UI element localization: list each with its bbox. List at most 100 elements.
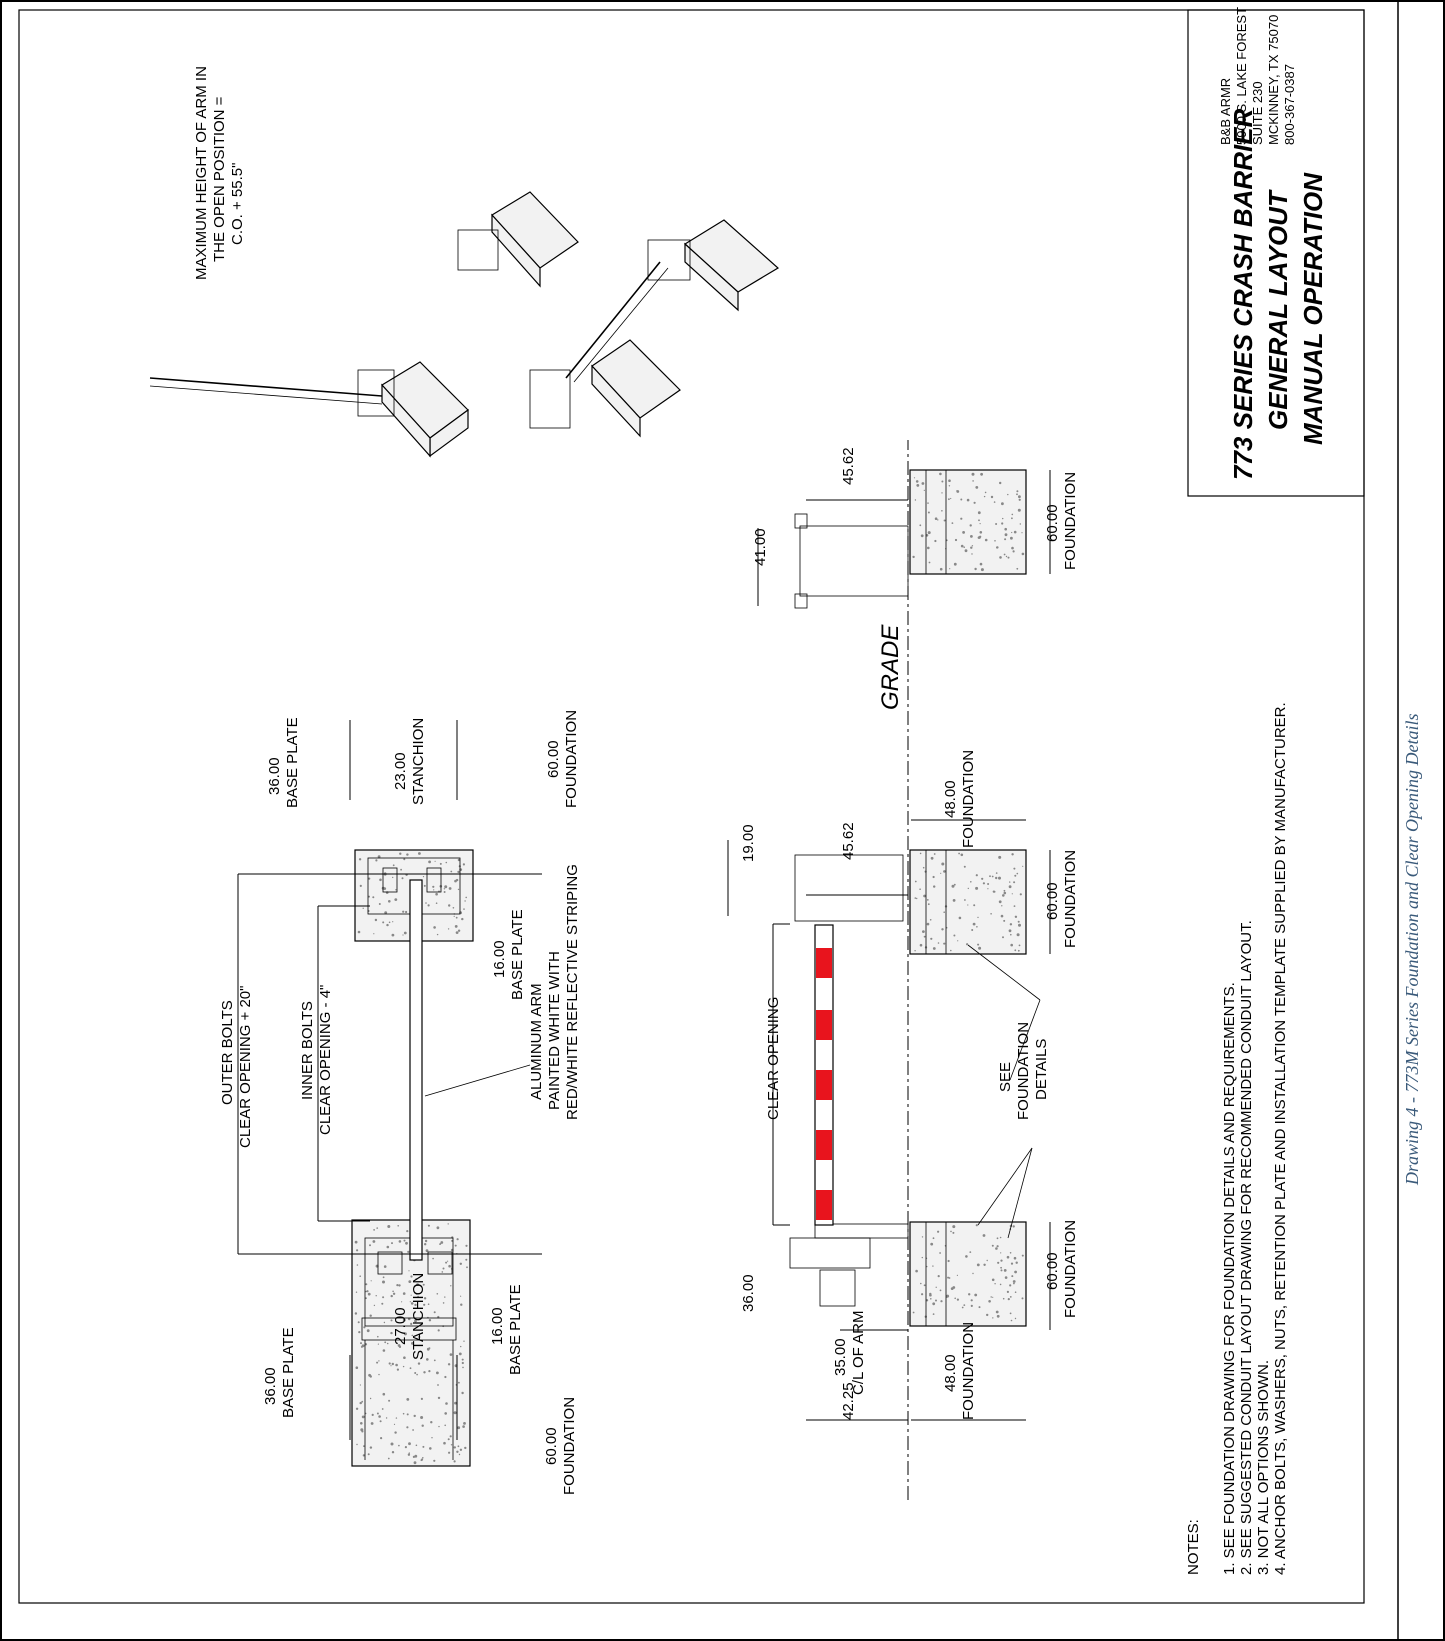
concrete-speckle	[932, 875, 935, 879]
concrete-speckle	[1009, 881, 1011, 883]
concrete-speckle	[961, 1306, 964, 1309]
concrete-speckle	[919, 524, 922, 527]
concrete-speckle	[412, 1429, 414, 1431]
concrete-speckle	[397, 1225, 400, 1227]
concrete-speckle	[947, 1276, 950, 1279]
concrete-speckle	[354, 1240, 358, 1244]
concrete-speckle	[971, 929, 974, 931]
concrete-speckle	[376, 1361, 379, 1364]
concrete-speckle	[405, 1241, 408, 1245]
concrete-speckle	[456, 1238, 459, 1241]
concrete-speckle	[384, 1341, 387, 1344]
concrete-speckle	[358, 1331, 361, 1334]
concrete-speckle	[923, 894, 926, 898]
concrete-speckle	[1019, 893, 1022, 896]
concrete-speckle	[921, 1236, 924, 1238]
concrete-speckle	[987, 888, 989, 890]
concrete-speckle	[372, 896, 375, 899]
concrete-speckle	[1013, 905, 1016, 907]
concrete-speckle	[448, 1451, 451, 1454]
plan-right-foundation-label: FOUNDATION	[563, 710, 580, 808]
concrete-speckle	[402, 934, 404, 936]
concrete-speckle	[434, 860, 436, 862]
concrete-speckle	[433, 926, 436, 929]
concrete-speckle	[417, 1295, 419, 1298]
plan-right-foundation-value: 60.00	[545, 740, 562, 778]
concrete-speckle	[916, 897, 918, 900]
concrete-speckle	[410, 1275, 413, 1278]
elev-right-60-label: FOUNDATION	[1062, 850, 1079, 948]
concrete-speckle	[424, 1243, 427, 1246]
side-dim-41: 41.00	[752, 528, 769, 566]
concrete-speckle	[916, 484, 920, 487]
concrete-speckle	[453, 1460, 456, 1463]
clear-opening-label: CLEAR OPENING	[765, 997, 782, 1120]
concrete-speckle	[413, 1461, 417, 1465]
concrete-speckle	[999, 556, 1002, 559]
see-foundation-line-1: SEE	[997, 1062, 1014, 1092]
concrete-speckle	[425, 902, 427, 904]
concrete-speckle	[411, 1334, 414, 1337]
concrete-speckle	[462, 1425, 465, 1428]
elev-dim-35-label: C/L OF ARM	[850, 1311, 867, 1395]
concrete-speckle	[920, 1282, 922, 1285]
concrete-speckle	[422, 876, 425, 878]
concrete-speckle	[450, 870, 453, 873]
concrete-speckle	[443, 1441, 446, 1445]
concrete-speckle	[986, 1313, 989, 1317]
concrete-speckle	[423, 1297, 427, 1300]
concrete-speckle	[930, 856, 934, 860]
concrete-speckle	[1013, 1282, 1015, 1285]
concrete-speckle	[1016, 493, 1018, 496]
concrete-speckle	[443, 891, 446, 893]
concrete-speckle	[457, 870, 460, 874]
concrete-speckle	[379, 1420, 382, 1423]
concrete-speckle	[462, 1366, 464, 1369]
isometric-open-arm	[149, 361, 469, 458]
concrete-speckle	[1012, 550, 1015, 553]
concrete-speckle	[445, 1261, 448, 1264]
outer-bolts-line-2: CLEAR OPENING + 20"	[237, 986, 254, 1148]
concrete-speckle	[380, 1437, 383, 1440]
concrete-speckle	[382, 1296, 385, 1299]
concrete-speckle	[401, 1301, 403, 1303]
concrete-speckle	[354, 1312, 358, 1315]
concrete-speckle	[999, 481, 1002, 485]
concrete-speckle	[461, 1361, 464, 1365]
concrete-speckle	[409, 1367, 412, 1370]
concrete-speckle	[975, 874, 978, 877]
concrete-speckle	[927, 903, 930, 906]
drawing-frame	[18, 9, 1365, 1604]
concrete-speckle	[1018, 498, 1021, 501]
concrete-speckle	[391, 1362, 394, 1366]
concrete-speckle	[1011, 517, 1013, 520]
concrete-speckle	[390, 1365, 392, 1367]
concrete-speckle	[453, 915, 455, 918]
concrete-speckle	[381, 1408, 384, 1410]
concrete-speckle	[442, 1302, 445, 1304]
concrete-speckle	[365, 1297, 367, 1300]
concrete-speckle	[405, 910, 408, 914]
concrete-speckle	[463, 1340, 465, 1342]
concrete-speckle	[960, 544, 964, 548]
concrete-speckle	[463, 908, 465, 910]
concrete-speckle	[1004, 533, 1008, 537]
concrete-speckle	[983, 1263, 986, 1267]
concrete-speckle	[990, 913, 992, 915]
concrete-speckle	[464, 900, 466, 902]
concrete-speckle	[395, 1363, 398, 1367]
concrete-speckle	[978, 946, 982, 950]
concrete-speckle	[378, 903, 381, 905]
concrete-speckle	[461, 917, 464, 921]
concrete-speckle	[933, 853, 936, 855]
concrete-speckle	[995, 872, 998, 874]
concrete-speckle	[1010, 933, 1012, 936]
concrete-speckle	[463, 1422, 466, 1425]
concrete-speckle	[949, 568, 951, 570]
side-60-label: FOUNDATION	[1062, 472, 1079, 570]
elev-dim-45-right: 45.62	[840, 822, 857, 860]
concrete-speckle	[414, 1454, 418, 1458]
plan-left-base-plate-value: 36.00	[262, 1367, 279, 1405]
concrete-speckle	[426, 1358, 429, 1361]
